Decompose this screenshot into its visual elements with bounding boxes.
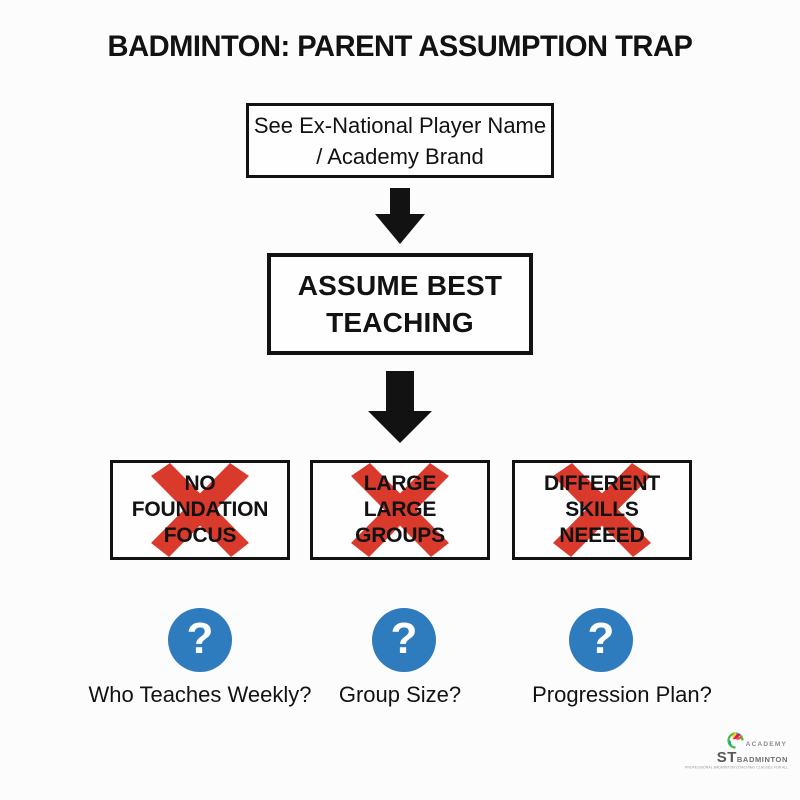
question-mark-glyph: ? [390, 614, 418, 663]
logo-badminton-text: BADMINTON [736, 754, 788, 764]
problem-line: LARGE [363, 472, 437, 495]
problem-line: NEEEED [559, 524, 645, 547]
arrow-down-icon [368, 371, 432, 443]
problem-box-text: LARGE LARGE GROUPS [355, 471, 445, 549]
problem-box-text: NO FOUNDATION FOCUS [131, 471, 269, 549]
flow-box-source: See Ex-National Player Name / Academy Br… [246, 103, 554, 178]
flow-box-source-line1: See Ex-National Player Name [253, 112, 547, 138]
question-mark-glyph: ? [186, 614, 214, 663]
problem-line: GROUPS [355, 524, 445, 547]
question-label-progression-plan: Progression Plan? [532, 682, 712, 707]
question-mark-glyph: ? [587, 614, 615, 663]
arrow-down-icon [375, 188, 425, 244]
question-mark-icon: ? [168, 608, 232, 672]
problem-box-large-large-groups: LARGE LARGE GROUPS [310, 460, 490, 560]
problem-box-text: DIFFERENT SKILLS NEEEED [544, 471, 660, 549]
question-label-who-teaches-weekly: Who Teaches Weekly? [88, 682, 312, 707]
flow-box-assume-best-teaching: ASSUME BEST TEACHING [267, 253, 533, 355]
red-cross-icon [553, 463, 651, 557]
question-mark-icon: ? [569, 608, 633, 672]
page-title: BADMINTON: PARENT ASSUMPTION TRAP [107, 30, 693, 63]
logo-tagline: PROFESSIONAL BADMINTON COACHING CLASSES … [684, 766, 788, 770]
problem-line: NO [184, 472, 216, 495]
question-label-group-size: Group Size? [338, 682, 462, 707]
problem-box-no-foundation-focus: NO FOUNDATION FOCUS [110, 460, 290, 560]
problem-line: FOCUS [163, 524, 237, 547]
shuttlecock-icon [727, 731, 744, 749]
red-cross-icon [151, 463, 249, 557]
problem-line: LARGE [363, 498, 437, 521]
problem-line: FOUNDATION [131, 498, 269, 521]
question-mark-icon: ? [372, 608, 436, 672]
problem-line: SKILLS [565, 498, 639, 521]
flow-box-source-line2: / Academy Brand [316, 143, 484, 169]
flow-box-assume-line1: ASSUME BEST [297, 270, 503, 301]
st-badminton-academy-logo: ACADEMY ST BADMINTON PROFESSIONAL BADMIN… [685, 731, 788, 773]
logo-academy-text: ACADEMY [745, 741, 787, 748]
red-cross-icon [351, 463, 449, 557]
problem-line: DIFFERENT [543, 472, 661, 495]
logo-st-text: ST [716, 748, 737, 766]
flow-box-assume-line2: TEACHING [326, 307, 474, 338]
problem-box-different-skills-needed: DIFFERENT SKILLS NEEEED [512, 460, 692, 560]
